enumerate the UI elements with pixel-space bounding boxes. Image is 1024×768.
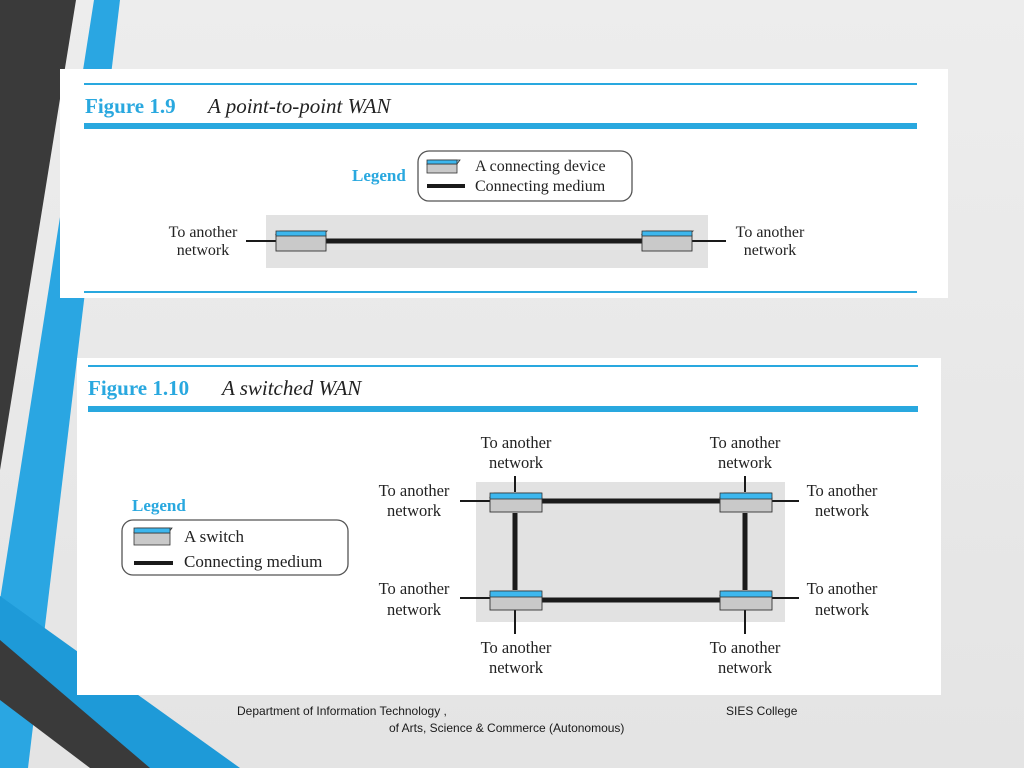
svg-text:To another: To another <box>481 638 552 657</box>
legend-device-label: A connecting device <box>475 158 606 175</box>
svg-text:network: network <box>815 501 870 520</box>
label-bottom-right-network: To another network <box>710 638 781 677</box>
legend-switch-icon <box>133 527 173 546</box>
svg-text:network: network <box>718 453 773 472</box>
svg-text:To another: To another <box>807 579 878 598</box>
svg-text:To another: To another <box>736 224 805 241</box>
svg-text:network: network <box>815 600 870 619</box>
svg-text:To another: To another <box>481 433 552 452</box>
switch-top-left <box>489 492 543 513</box>
figure-number: Figure 1.9 <box>85 94 176 118</box>
label-right-lower-network: To another network <box>807 579 878 619</box>
switch-bottom-right <box>719 590 773 611</box>
label-left-network: To another network <box>169 224 238 259</box>
connecting-device-left <box>274 230 329 252</box>
svg-text:To another: To another <box>169 224 238 241</box>
legend-title: Legend <box>352 166 406 185</box>
svg-text:network: network <box>718 658 773 677</box>
svg-text:network: network <box>387 600 442 619</box>
legend-box <box>121 519 349 576</box>
footer-college: SIES College <box>726 704 798 718</box>
figure-point-to-point-wan: Figure 1.9 A point-to-point WAN Legend A… <box>60 69 948 298</box>
svg-text:network: network <box>489 453 544 472</box>
svg-text:network: network <box>489 658 544 677</box>
legend-title: Legend <box>132 496 186 515</box>
switch-top-right <box>719 492 773 513</box>
svg-text:network: network <box>744 242 796 259</box>
svg-text:To another: To another <box>710 638 781 657</box>
connecting-device-right <box>640 230 695 252</box>
figure-title: A switched WAN <box>220 376 362 400</box>
label-left-lower-network: To another network <box>379 579 450 619</box>
connecting-medium <box>512 498 748 603</box>
footer-college-full: of Arts, Science & Commerce (Autonomous) <box>389 721 625 735</box>
footer-department: Department of Information Technology , <box>237 704 447 718</box>
legend-device-icon <box>426 159 461 174</box>
figure-switched-wan: Figure 1.10 A switched WAN Legend A swit… <box>77 358 941 695</box>
svg-text:network: network <box>177 242 229 259</box>
label-right-network: To another network <box>736 224 805 259</box>
svg-text:To another: To another <box>807 481 878 500</box>
label-right-upper-network: To another network <box>807 481 878 520</box>
legend-box <box>417 150 633 202</box>
legend-switch-label: A switch <box>184 527 244 546</box>
figure-number: Figure 1.10 <box>88 376 189 400</box>
label-left-upper-network: To another network <box>379 481 450 520</box>
legend-medium-label: Connecting medium <box>184 552 322 571</box>
svg-text:To another: To another <box>710 433 781 452</box>
svg-text:network: network <box>387 501 442 520</box>
legend-medium-label: Connecting medium <box>475 178 606 195</box>
label-top-right-network: To another network <box>710 433 781 472</box>
figure-title: A point-to-point WAN <box>206 94 391 118</box>
label-bottom-left-network: To another network <box>481 638 552 677</box>
svg-text:To another: To another <box>379 481 450 500</box>
label-top-left-network: To another network <box>481 433 552 472</box>
switch-bottom-left <box>489 590 543 611</box>
svg-text:To another: To another <box>379 579 450 598</box>
